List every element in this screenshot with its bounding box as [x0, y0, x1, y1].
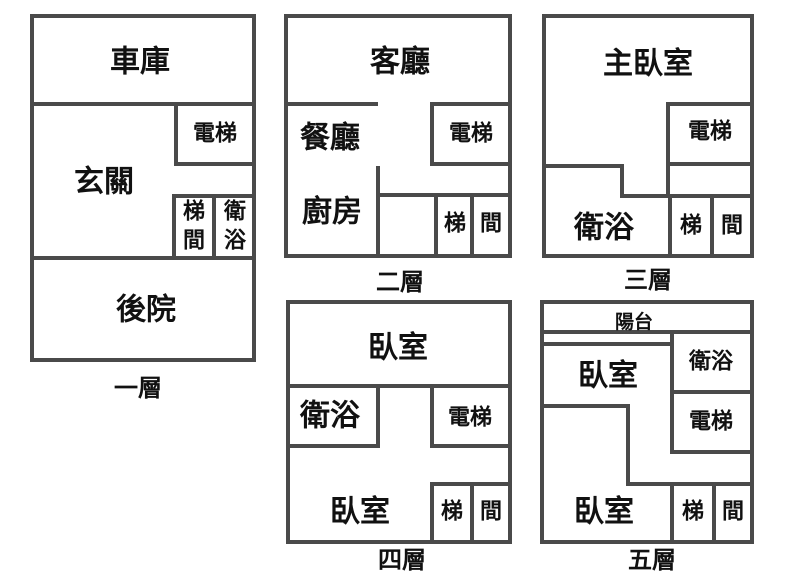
room-stair-char-2: 間	[183, 229, 205, 254]
room-bath-char-2: 浴	[224, 229, 247, 254]
room-bath: 衛浴	[573, 211, 635, 246]
room-entrance: 玄關	[74, 165, 134, 200]
room-bath: 衛浴	[299, 399, 361, 434]
room-dining: 餐廳	[300, 121, 360, 156]
floor-5-outline	[540, 300, 754, 544]
room-elevator: 電梯	[193, 121, 237, 147]
room-stair-char-1: 梯	[183, 199, 205, 225]
room-kitchen: 廚房	[302, 195, 362, 230]
floor-1-plan: 車庫 玄關 電梯 梯 間 衛 浴 後院 一層	[30, 14, 256, 402]
room-stair-char-2: 間	[480, 500, 502, 525]
floor-5-caption: 五層	[628, 546, 676, 574]
room-bath-char-1: 衛	[223, 199, 246, 225]
floor-3-outline	[542, 14, 754, 258]
room-balcony: 陽台	[615, 310, 653, 333]
room-bedroom-top: 臥室	[368, 331, 428, 366]
room-elevator: 電梯	[449, 121, 493, 147]
floor-4-plan: 臥室 衛浴 電梯 臥室 梯 間 四層	[286, 300, 512, 574]
room-master-bedroom: 主臥室	[603, 47, 693, 82]
room-stair-char-1: 梯	[680, 213, 702, 239]
room-stair-char-1: 梯	[444, 211, 466, 237]
room-elevator: 電梯	[448, 405, 492, 431]
room-living: 客廳	[370, 45, 430, 80]
floor-5-plan: 陽台 臥室 衛浴 電梯 臥室 梯 間 五層	[540, 300, 754, 574]
floor-3-caption: 三層	[624, 266, 672, 294]
floor-1-caption: 一層	[114, 374, 162, 402]
floor-2-outline	[284, 14, 512, 258]
room-bedroom-bottom: 臥室	[330, 495, 390, 530]
room-stair-char-1: 梯	[682, 499, 704, 525]
room-stair-char-1: 梯	[441, 499, 463, 525]
floor-2-caption: 二層	[376, 268, 424, 296]
room-stair-char-2: 間	[722, 500, 744, 525]
floor-4-caption: 四層	[378, 546, 426, 574]
room-backyard: 後院	[116, 293, 176, 328]
room-bedroom-bottom: 臥室	[574, 495, 634, 530]
floor-4-outline	[286, 300, 512, 544]
room-garage: 車庫	[110, 45, 170, 80]
floor-2-plan: 客廳 餐廳 電梯 廚房 梯 間 二層	[284, 14, 512, 296]
room-elevator: 電梯	[689, 409, 733, 435]
room-elevator: 電梯	[688, 119, 732, 145]
floor-3-plan: 主臥室 電梯 衛浴 梯 間 三層	[542, 14, 754, 294]
room-stair-char-2: 間	[480, 212, 502, 237]
room-stair-char-2: 間	[721, 214, 743, 239]
room-bath: 衛浴	[688, 349, 734, 375]
room-bedroom-top: 臥室	[578, 359, 638, 394]
floor-1-outline	[30, 14, 256, 362]
